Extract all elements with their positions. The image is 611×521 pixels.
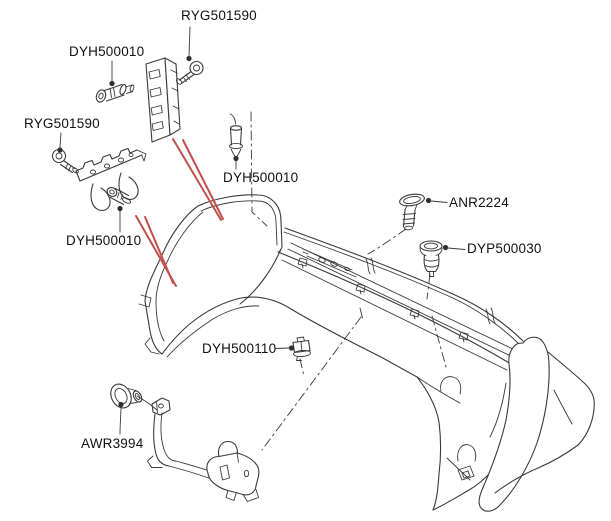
grommet-awr3994 <box>110 383 143 409</box>
rear-bumper-cover <box>138 194 595 512</box>
part-label-anr2224: ANR2224 <box>449 195 509 210</box>
clip-dyp500030 <box>419 240 443 277</box>
mounting-highlight-lines <box>135 138 224 287</box>
part-label-dyp500030: DYP500030 <box>467 241 542 256</box>
upper-side-bracket <box>145 57 181 143</box>
lower-side-bracket <box>75 147 147 211</box>
part-label-dyh500010-top: DYH500010 <box>69 44 145 59</box>
screw-ryg501590-top <box>175 60 204 85</box>
bolt-dyh500010-left <box>106 187 131 206</box>
alignment-dash-lines <box>250 111 447 451</box>
screw-ryg501590-left <box>51 148 79 174</box>
bolt-dyh500010-middle <box>229 113 243 159</box>
clip-anr2224 <box>399 193 425 231</box>
bolt-dyh500010-top <box>95 83 135 103</box>
part-label-dyh500110: DYH500110 <box>202 341 277 356</box>
part-label-dyh500010-left: DYH500010 <box>66 233 142 248</box>
part-label-awr3994: AWR3994 <box>81 436 144 451</box>
part-label-dyh500010-middle: DYH500010 <box>223 170 299 185</box>
part-label-ryg501590-top: RYG501590 <box>181 8 257 23</box>
label-leader-lines <box>57 26 466 435</box>
lower-mounting-bracket <box>147 397 260 502</box>
clip-dyh500110 <box>292 336 311 361</box>
part-label-ryg501590-left: RYG501590 <box>24 116 100 131</box>
